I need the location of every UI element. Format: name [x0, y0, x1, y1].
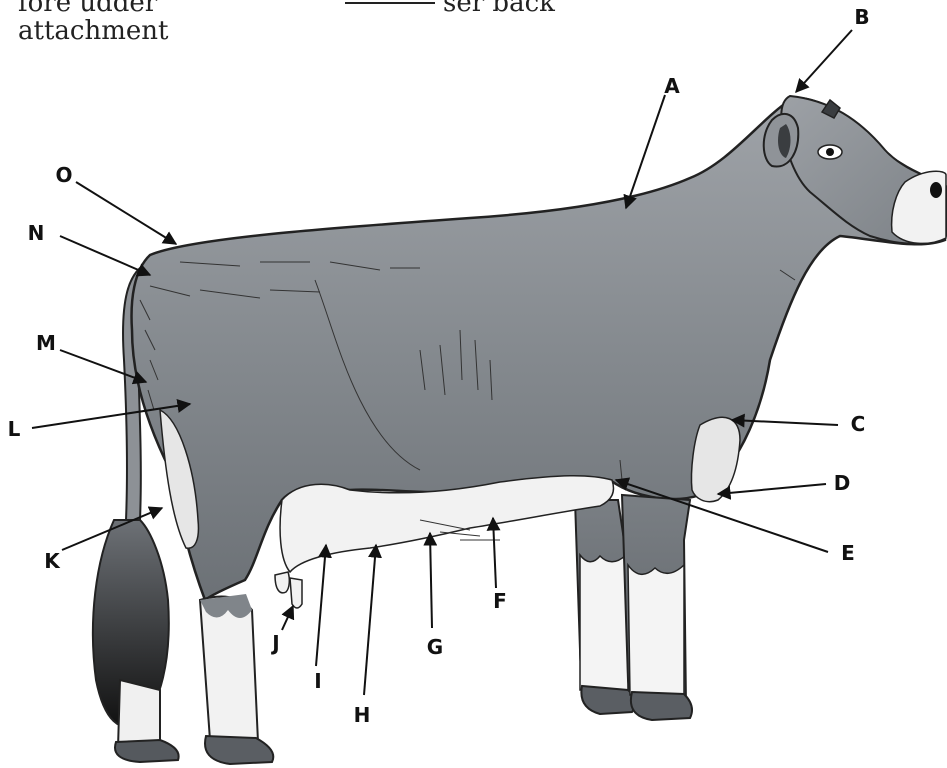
pointer-f — [493, 518, 496, 588]
label-n: N — [28, 221, 45, 245]
label-a: A — [664, 74, 680, 98]
label-h: H — [354, 703, 371, 727]
label-f: F — [493, 589, 507, 613]
teat-icon — [290, 578, 302, 608]
label-c: C — [851, 412, 866, 436]
nostril-icon — [930, 182, 942, 198]
label-o: O — [55, 163, 72, 187]
label-l: L — [8, 417, 21, 441]
front-leg — [622, 495, 692, 720]
label-g: G — [427, 635, 443, 659]
label-i: I — [314, 669, 321, 693]
label-k: K — [44, 549, 61, 573]
pointer-o — [76, 182, 176, 244]
label-j: J — [270, 631, 279, 655]
pointer-i — [316, 545, 326, 666]
label-b: B — [854, 5, 869, 29]
pointer-h — [364, 545, 376, 695]
rear-leg — [200, 594, 273, 764]
pointer-g — [430, 533, 432, 628]
pointer-d — [718, 484, 826, 494]
pointer-n — [60, 236, 150, 275]
label-e: E — [841, 541, 855, 565]
pointer-j — [282, 606, 293, 630]
label-d: D — [834, 471, 851, 495]
label-m: M — [36, 331, 56, 355]
pointer-b — [796, 30, 852, 92]
